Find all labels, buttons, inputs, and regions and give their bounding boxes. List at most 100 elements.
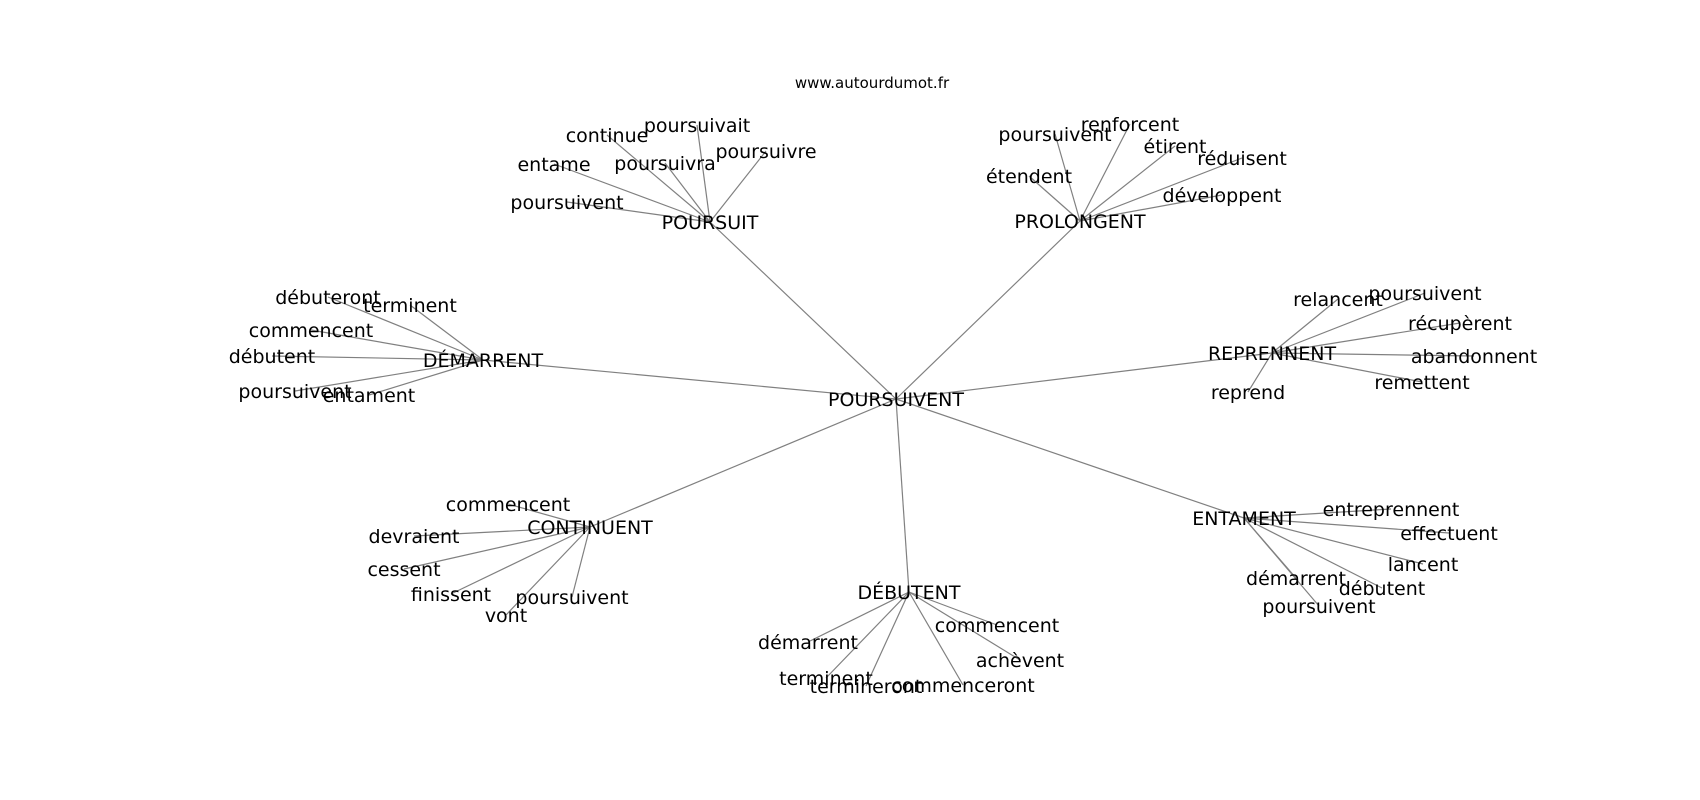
leaf-node-entament-demarrent[interactable]: démarrent — [1246, 568, 1346, 590]
edge-debutent-commencent — [908, 591, 998, 626]
edge-center-prolongent — [895, 220, 1081, 400]
edge-reprennent-poursuivent — [1271, 292, 1426, 354]
edge-entament-lancent — [1243, 517, 1424, 565]
leaf-node-reprennent-relancent[interactable]: relancent — [1293, 289, 1383, 311]
edge-entament-effectuent — [1243, 517, 1450, 534]
leaf-node-prolongent-developpent[interactable]: développent — [1163, 185, 1282, 207]
edge-reprennent-recuperent — [1271, 322, 1461, 354]
leaf-node-continuent-vont[interactable]: vont — [485, 605, 527, 627]
leaf-node-poursuit-poursuivra[interactable]: poursuivra — [614, 153, 715, 175]
edge-poursuit-poursuivait — [696, 124, 711, 223]
leaf-node-poursuit-poursuivait[interactable]: poursuivait — [644, 115, 750, 137]
leaf-node-debutent-commencent[interactable]: commencent — [935, 615, 1059, 637]
edge-poursuit-poursuivent — [566, 201, 711, 223]
leaf-node-entament-lancent[interactable]: lancent — [1388, 554, 1459, 576]
edge-reprennent-abandonnent — [1271, 352, 1475, 357]
leaf-node-reprennent-remettent[interactable]: remettent — [1374, 372, 1469, 394]
hub-node-debutent[interactable]: DÉBUTENT — [857, 581, 960, 604]
leaf-node-reprennent-reprend[interactable]: reprend — [1211, 382, 1285, 404]
edge-center-debutent — [895, 398, 910, 593]
edge-debutent-commenceront — [908, 591, 964, 686]
hub-node-prolongent[interactable]: PROLONGENT — [1014, 211, 1146, 233]
edge-continuent-devraient — [413, 526, 591, 537]
leaf-node-entament-debutent[interactable]: débutent — [1339, 578, 1425, 600]
edge-demarrent-commencent — [310, 329, 484, 361]
leaf-node-prolongent-renforcent[interactable]: renforcent — [1081, 114, 1179, 136]
edge-reprennent-relancent — [1271, 298, 1339, 354]
edge-prolongent-poursuivent — [1054, 133, 1081, 222]
edge-center-demarrent — [482, 359, 897, 400]
leaf-node-demarrent-commencent[interactable]: commencent — [249, 320, 373, 342]
edge-entament-poursuivent — [1243, 517, 1320, 607]
leaf-node-poursuit-poursuivent[interactable]: poursuivent — [510, 192, 623, 214]
edge-center-entament — [895, 398, 1245, 519]
edge-poursuit-continue — [606, 134, 711, 223]
edge-poursuit-poursuivra — [664, 162, 711, 223]
leaf-node-reprennent-abandonnent[interactable]: abandonnent — [1411, 346, 1537, 368]
leaf-node-poursuit-entame[interactable]: entame — [517, 154, 590, 176]
leaf-node-continuent-finissent[interactable]: finissent — [411, 584, 491, 606]
hub-node-poursuit[interactable]: POURSUIT — [662, 212, 759, 234]
center-node-label[interactable]: POURSUIVENT — [828, 389, 964, 411]
edge-center-poursuit — [709, 221, 897, 400]
leaf-node-debutent-commenceront[interactable]: commenceront — [891, 675, 1034, 697]
leaf-node-debutent-achevent[interactable]: achèvent — [976, 650, 1064, 672]
edge-demarrent-terminent — [409, 304, 484, 361]
edge-poursuit-entame — [553, 163, 711, 223]
leaf-node-continuent-poursuivent[interactable]: poursuivent — [515, 587, 628, 609]
leaf-node-entament-poursuivent[interactable]: poursuivent — [1262, 596, 1375, 618]
leaf-node-debutent-demarrent[interactable]: démarrent — [758, 632, 858, 654]
edge-reprennent-reprend — [1247, 352, 1273, 393]
edge-demarrent-debutent — [271, 355, 484, 361]
edge-center-reprennent — [895, 352, 1273, 400]
edge-poursuit-poursuivre — [709, 150, 767, 223]
leaf-node-demarrent-poursuivent[interactable]: poursuivent — [238, 381, 351, 403]
edge-prolongent-etirent — [1079, 145, 1176, 222]
edge-entament-debutent — [1243, 517, 1383, 589]
leaf-node-prolongent-reduisent[interactable]: réduisent — [1197, 148, 1287, 170]
leaf-node-entament-effectuent[interactable]: effectuent — [1400, 523, 1498, 545]
edge-reprennent-remettent — [1271, 352, 1423, 383]
leaf-node-entament-entreprennent[interactable]: entreprennent — [1323, 499, 1460, 521]
leaf-node-demarrent-entament[interactable]: entament — [323, 385, 416, 407]
edge-continuent-vont — [505, 526, 591, 616]
leaf-node-continuent-devraient[interactable]: devraient — [369, 526, 460, 548]
hub-node-demarrent[interactable]: DÉMARRENT — [423, 349, 544, 372]
edge-prolongent-renforcent — [1079, 123, 1131, 222]
edge-continuent-finissent — [450, 526, 591, 595]
hub-node-continuent[interactable]: CONTINUENT — [527, 517, 653, 539]
edge-demarrent-entament — [368, 359, 484, 396]
edge-debutent-terminent — [825, 591, 910, 679]
edge-continuent-commencent — [507, 503, 591, 528]
source-site-label: www.autourdumot.fr — [795, 74, 950, 92]
leaf-node-reprennent-recuperent[interactable]: récupèrent — [1408, 313, 1512, 335]
edge-center-continuent — [589, 398, 897, 528]
leaf-node-prolongent-poursuivent[interactable]: poursuivent — [998, 124, 1111, 146]
edge-entament-entreprennent — [1243, 508, 1392, 519]
leaf-node-prolongent-etirent[interactable]: étirent — [1144, 136, 1207, 158]
leaf-node-debutent-termineront[interactable]: termineront — [810, 676, 923, 698]
leaf-node-demarrent-terminent[interactable]: terminent — [363, 295, 457, 317]
edge-continuent-cessent — [403, 526, 591, 570]
leaf-node-poursuit-poursuivre[interactable]: poursuivre — [715, 141, 816, 163]
leaf-node-continuent-commencent[interactable]: commencent — [446, 494, 570, 516]
leaf-node-demarrent-debuteront[interactable]: débuteront — [275, 287, 381, 309]
edge-prolongent-reduisent — [1079, 157, 1243, 222]
edges-layer — [271, 123, 1475, 687]
leaf-node-poursuit-continue[interactable]: continue — [566, 125, 649, 147]
leaf-node-continuent-cessent[interactable]: cessent — [367, 559, 440, 581]
edge-prolongent-developpent — [1079, 194, 1223, 222]
hub-node-entament[interactable]: ENTAMENT — [1192, 508, 1296, 530]
edge-debutent-termineront — [865, 591, 910, 687]
edge-debutent-achevent — [908, 591, 1021, 661]
leaf-node-demarrent-debutent[interactable]: débutent — [229, 346, 315, 368]
hub-node-reprennent[interactable]: REPRENNENT — [1208, 343, 1337, 365]
leaf-node-reprennent-poursuivent[interactable]: poursuivent — [1368, 283, 1481, 305]
edge-demarrent-debuteront — [327, 296, 484, 361]
leaf-node-prolongent-etendent[interactable]: étendent — [986, 166, 1072, 188]
leaf-node-debutent-terminent[interactable]: terminent — [779, 668, 873, 690]
edge-debutent-demarrent — [807, 591, 910, 643]
edge-prolongent-etendent — [1028, 175, 1081, 222]
